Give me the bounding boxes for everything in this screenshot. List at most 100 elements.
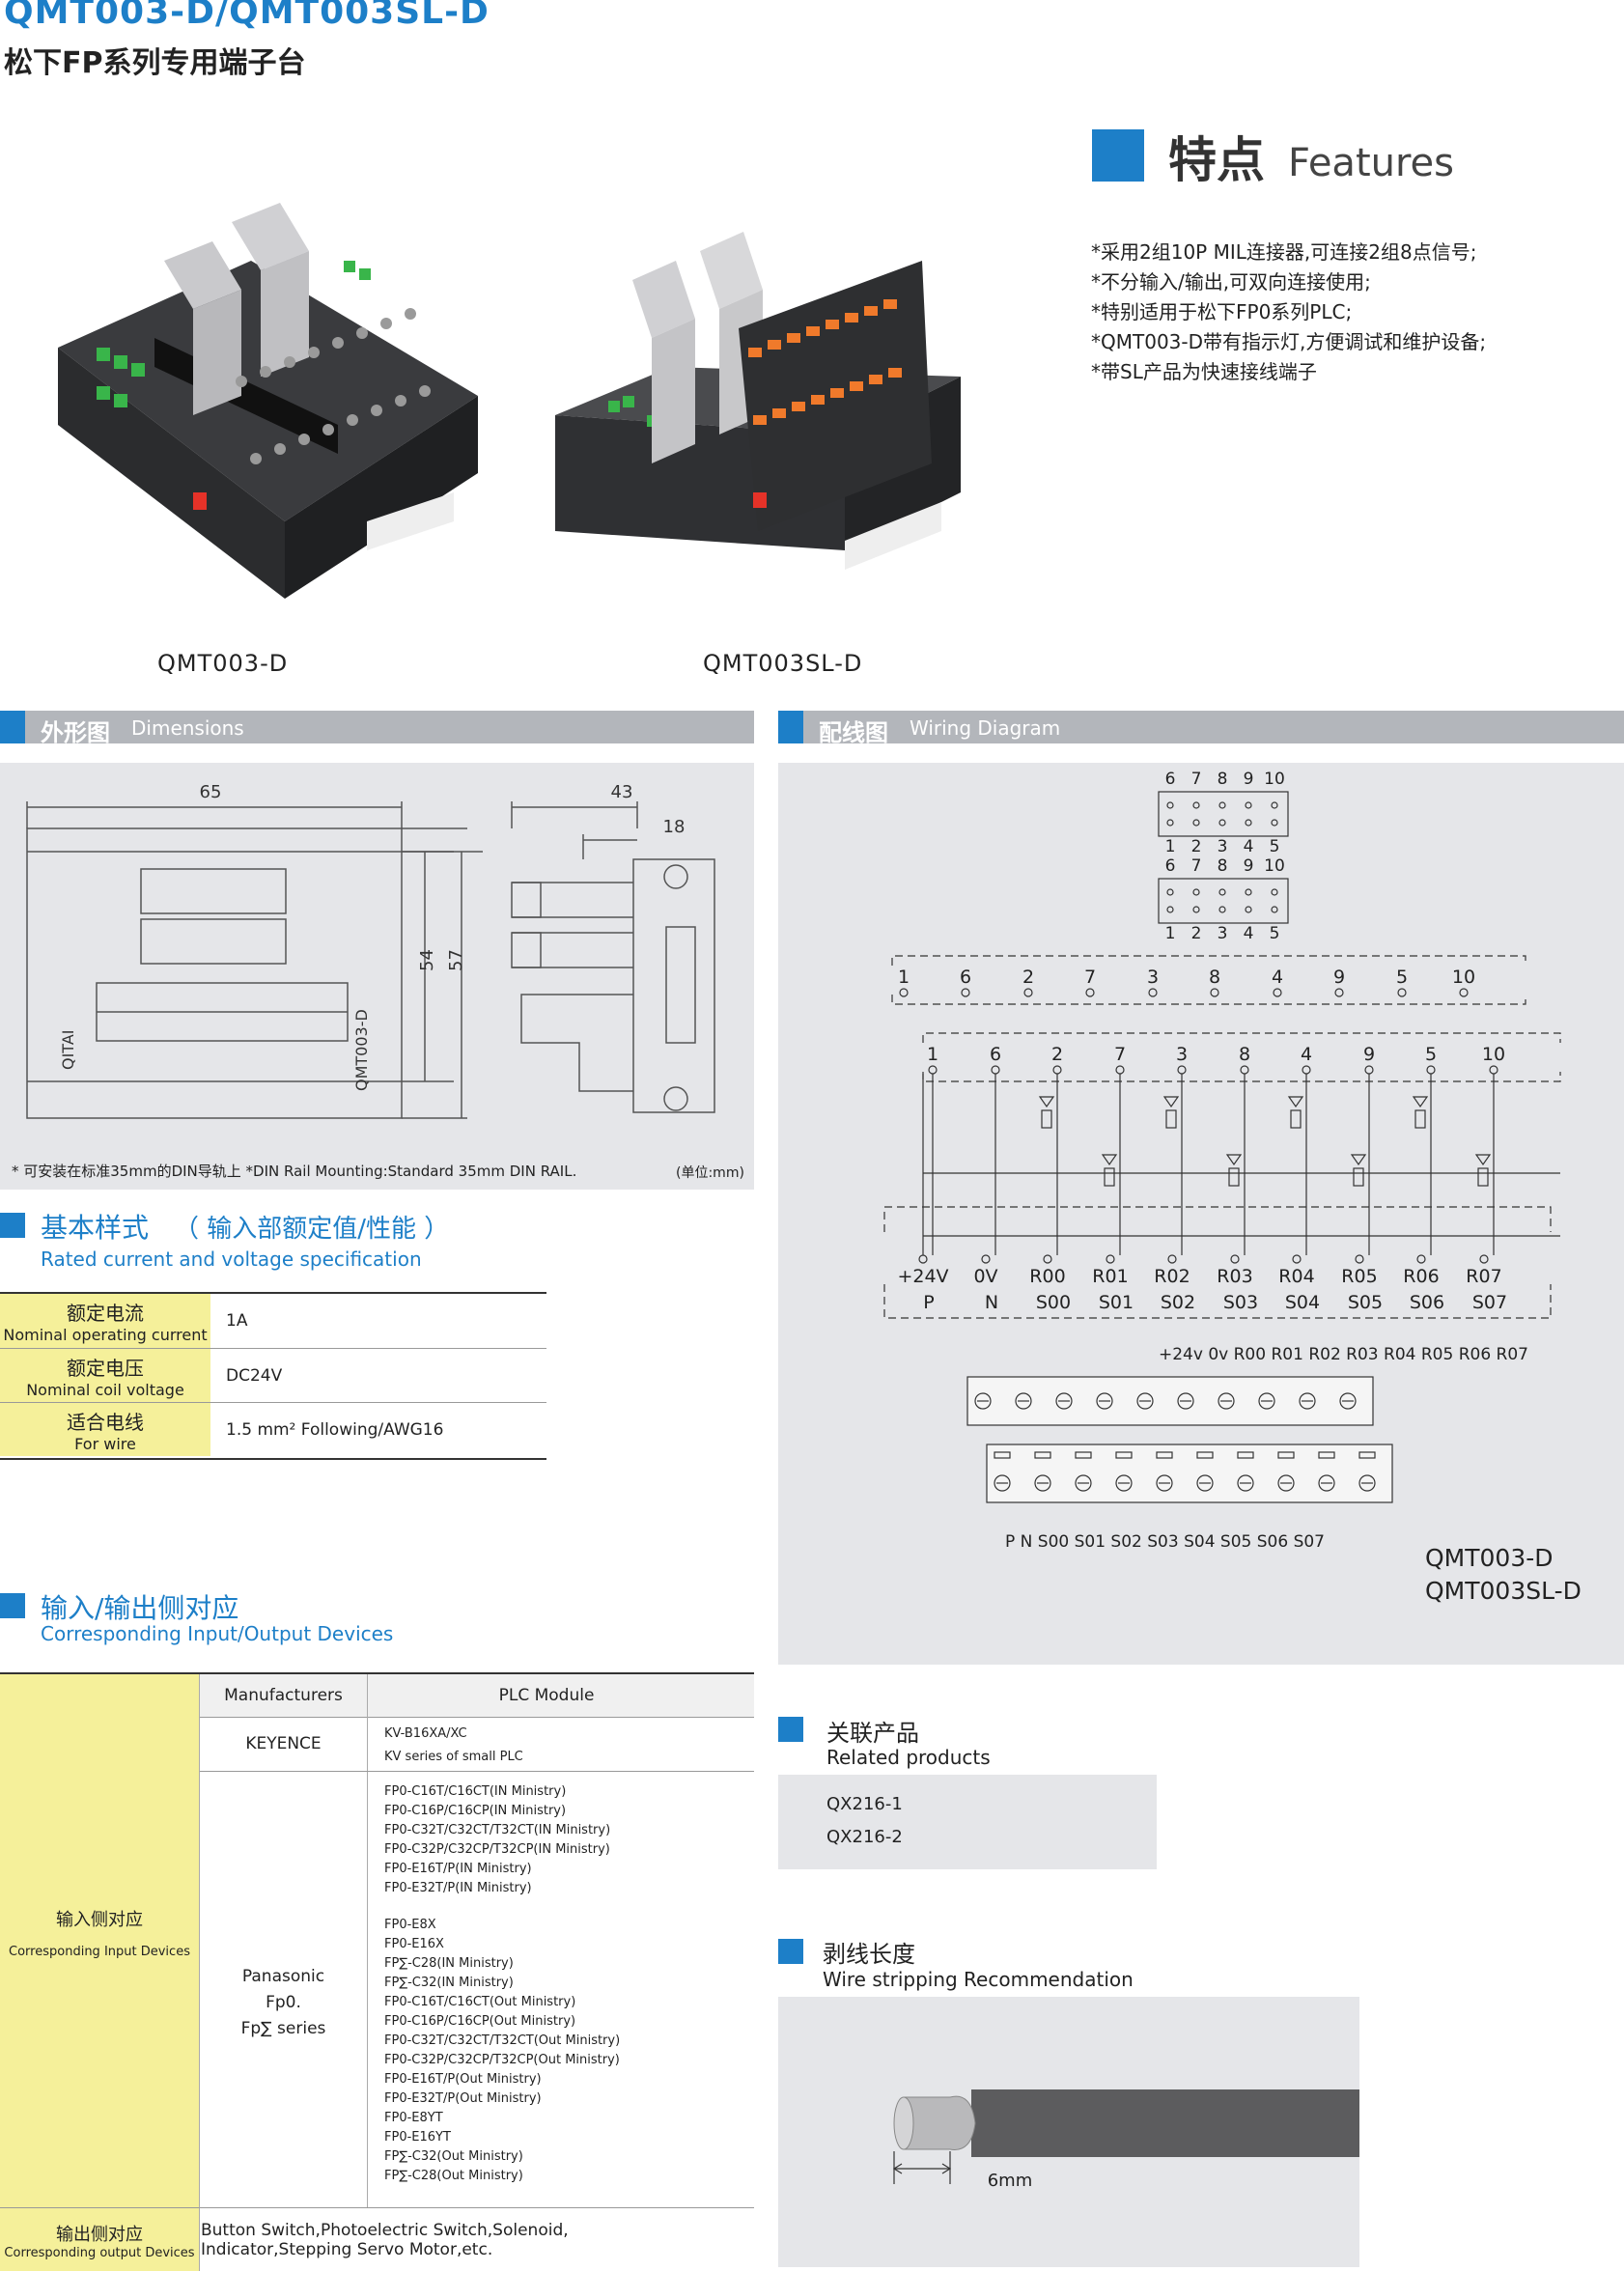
manufacturer-panasonic: Panasonic Fp0. Fp∑ series — [240, 1967, 326, 2038]
screw-icon — [1075, 1474, 1092, 1492]
svg-text:1: 1 — [1165, 837, 1176, 856]
pin-number-row1: 3 — [1147, 967, 1159, 988]
spec-title: 基本样式 — [41, 1212, 150, 1244]
keyence-model: KV-B16XA/XC — [384, 1726, 467, 1741]
screw-icon — [1196, 1474, 1214, 1492]
dim-width: 65 — [200, 782, 222, 802]
wiring-title-en: Wiring Diagram — [910, 716, 1061, 740]
terminal-circle — [1106, 1254, 1115, 1264]
manufacturer-keyence: KEYENCE — [245, 1734, 322, 1753]
panasonic-models-a: FP0-C16T/C16CT(IN Ministry) FP0-C16P/C16… — [384, 1784, 611, 1895]
terminal-label-bottom: S04 — [1285, 1292, 1320, 1313]
pin-number-row1: 4 — [1272, 967, 1283, 988]
pin-number-row1: 7 — [1084, 967, 1096, 988]
wiring-title: 配线图 — [819, 719, 888, 746]
pin-circle — [1334, 988, 1344, 997]
related-title-en: Related products — [826, 1746, 991, 1769]
dim-height-57: 57 — [446, 949, 466, 971]
clamp-icon — [1196, 1451, 1214, 1459]
screw-icon — [1237, 1474, 1254, 1492]
screw-icon — [1115, 1474, 1133, 1492]
terminal-circle — [1167, 1254, 1177, 1264]
pin-number-row1: 1 — [898, 967, 910, 988]
screw-icon — [1339, 1392, 1357, 1410]
pin-number-row1: 9 — [1333, 967, 1345, 988]
led-icon — [1412, 1096, 1429, 1108]
svg-text:10: 10 — [1264, 770, 1285, 789]
pin-circle — [961, 988, 970, 997]
pin-circle — [1364, 1065, 1374, 1075]
pin-circle — [1302, 1065, 1311, 1075]
screw-icon — [1218, 1392, 1235, 1410]
screw-icon — [1156, 1474, 1173, 1492]
screw-icon — [1096, 1392, 1113, 1410]
clamp-icon — [1358, 1451, 1376, 1459]
panasonic-models-b: FP0-E8X FP0-E16X FP∑-C28(IN Ministry) FP… — [384, 1918, 621, 2183]
svg-text:4: 4 — [1244, 837, 1254, 856]
screw-icon — [974, 1392, 992, 1410]
svg-text:7: 7 — [1191, 770, 1202, 789]
terminal-label-top: R04 — [1278, 1266, 1314, 1287]
strip-title: 剥线长度 — [823, 1941, 915, 1968]
related-list: QX216-1 QX216-2 — [778, 1775, 1157, 1869]
dim-height-54: 54 — [417, 949, 437, 971]
dim-depth-18: 18 — [663, 817, 686, 837]
terminal-label-bottom: S01 — [1099, 1292, 1134, 1313]
strip-title-en: Wire stripping Recommendation — [823, 1968, 1134, 1991]
screw-icon — [1177, 1392, 1194, 1410]
pin-number-row1: 2 — [1022, 967, 1034, 988]
dimensions-title-en: Dimensions — [131, 716, 244, 740]
led-resistor — [1041, 1109, 1052, 1129]
terminal-label-top: +24V — [897, 1266, 948, 1287]
pin-number-row1: 8 — [1209, 967, 1220, 988]
pin-circle — [899, 988, 909, 997]
pin-circle — [1177, 1065, 1187, 1075]
terminal-circle — [981, 1254, 991, 1264]
pin-number-row1: 5 — [1396, 967, 1408, 988]
clamp-icon — [1318, 1451, 1335, 1459]
clamp-icon — [1115, 1451, 1133, 1459]
io-title-en: Corresponding Input/Output Devices — [41, 1622, 394, 1645]
output-label: 输出侧对应 — [56, 2225, 143, 2245]
svg-text:2: 2 — [1191, 924, 1202, 943]
keyence-model: KV series of small PLC — [384, 1750, 523, 1764]
terminal-label-top: R01 — [1092, 1266, 1128, 1287]
section-marker — [0, 711, 25, 743]
output-label-en: Corresponding output Devices — [4, 2246, 195, 2260]
feature-item: *特别适用于松下FP0系列PLC; — [1091, 300, 1353, 323]
terminal-circle — [1230, 1254, 1240, 1264]
spec-value: 1.5 mm² Following/AWG16 — [226, 1419, 444, 1440]
led-resistor — [1414, 1109, 1426, 1129]
dimensions-panel: 65 54 57 43 18 QITAI QMT003-D * 可安装在标准35… — [0, 763, 754, 1190]
strip-marker — [778, 1939, 803, 1964]
clamp-icon — [1237, 1451, 1254, 1459]
pin-circle — [1115, 1065, 1125, 1075]
led-resistor — [1477, 1167, 1489, 1187]
io-table: 输入侧对应 Corresponding Input Devices 输出侧对应 … — [0, 1672, 754, 2271]
terminal-label-bottom: S07 — [1472, 1292, 1507, 1313]
wiring-header: 配线图 Wiring Diagram — [778, 711, 1624, 746]
pin-number-row2: 6 — [990, 1044, 1001, 1065]
svg-text:8: 8 — [1218, 770, 1228, 789]
product-label-qmt003-d: QMT003-D — [157, 650, 289, 677]
pin-circle — [1023, 988, 1033, 997]
spec-marker — [0, 1213, 25, 1238]
pin-number-row2: 10 — [1482, 1044, 1505, 1065]
pin-number-row1: 6 — [960, 967, 971, 988]
svg-text:10: 10 — [1264, 856, 1285, 876]
terminal-label-bottom: S03 — [1223, 1292, 1258, 1313]
screw-icon — [1015, 1392, 1032, 1410]
terminal-label-bottom: S06 — [1410, 1292, 1444, 1313]
section-marker — [778, 711, 803, 743]
pin-circle — [1210, 988, 1219, 997]
clamp-icon — [1034, 1451, 1051, 1459]
strip-panel: 6mm — [778, 1997, 1359, 2267]
col-manufacturers: Manufacturers — [224, 1686, 343, 1705]
pin-circle — [1397, 988, 1407, 997]
output-devices: Button Switch,Photoelectric Switch,Solen… — [201, 2221, 569, 2259]
features-title-en: Features — [1288, 141, 1454, 185]
terminal-circle — [1292, 1254, 1302, 1264]
